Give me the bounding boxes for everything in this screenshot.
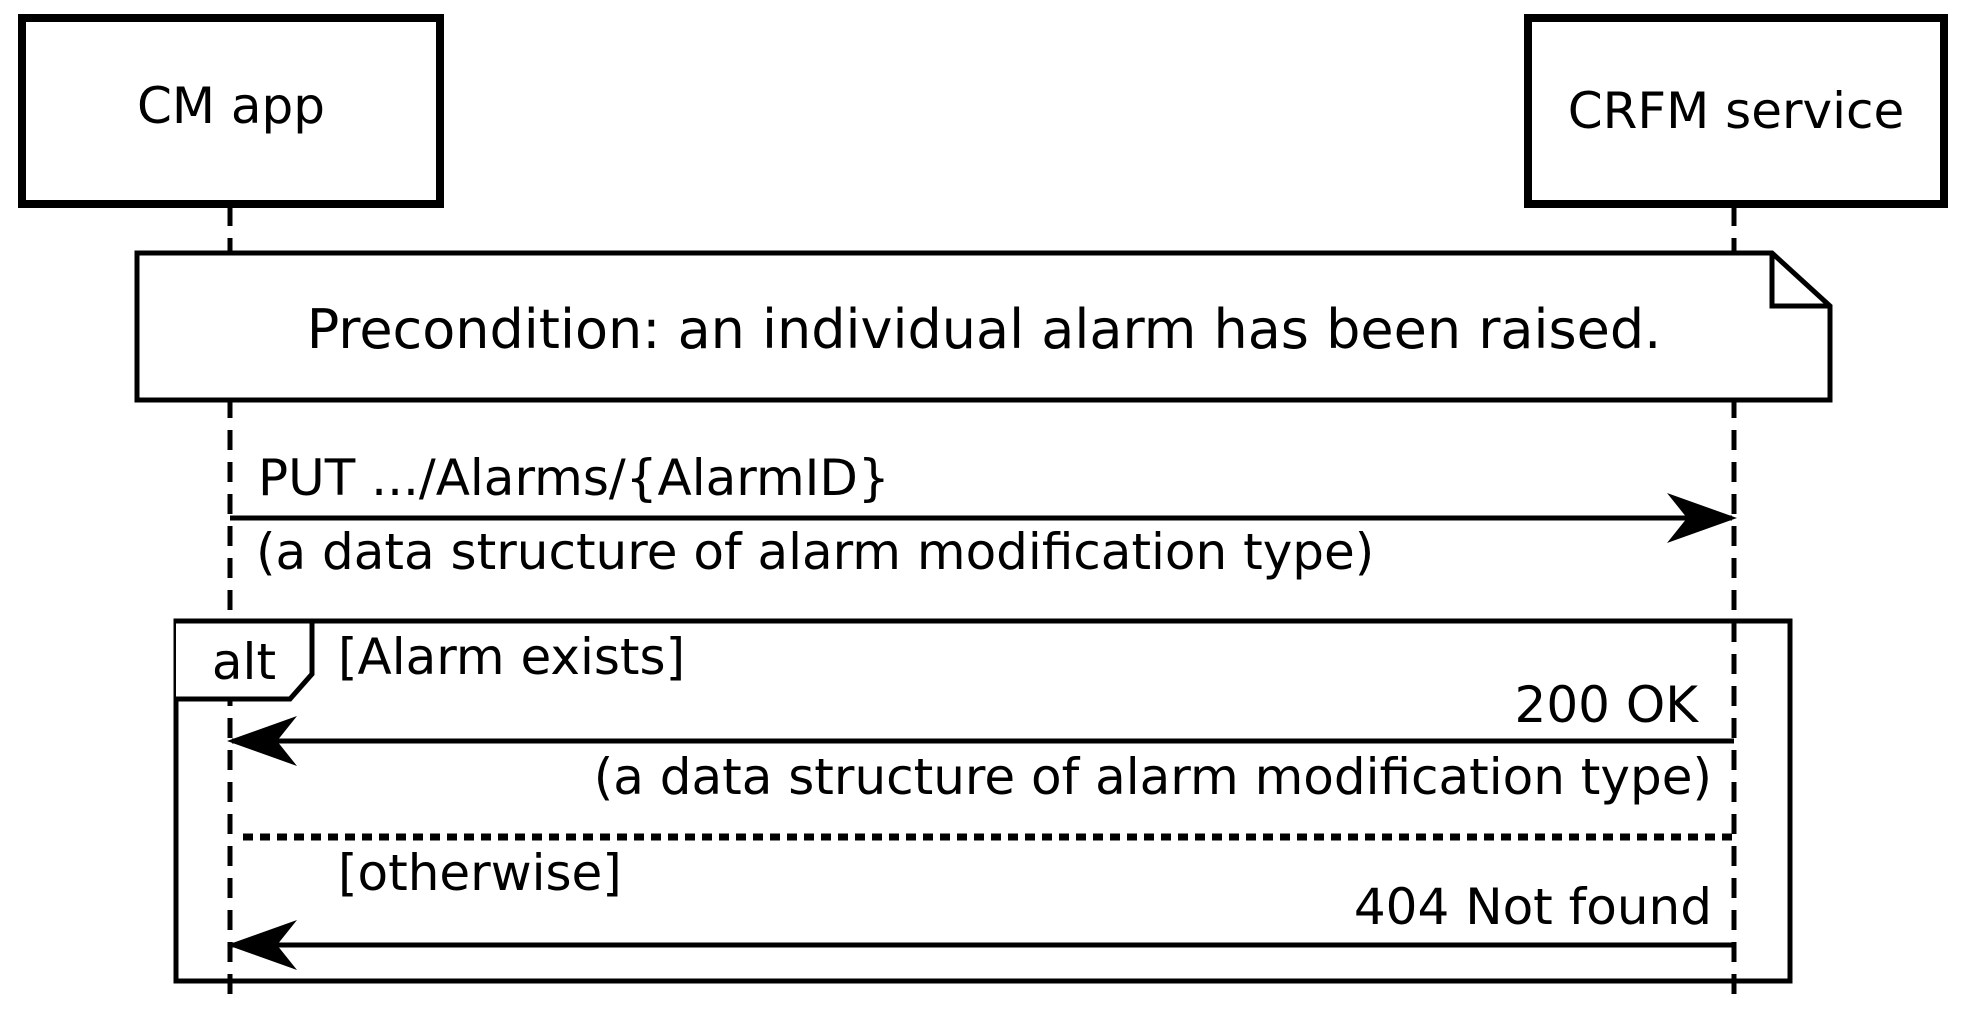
alt-fragment: alt [Alarm exists] 200 OK (a data struct… — [173, 618, 1793, 984]
request-body: (a data structure of alarm modification … — [256, 523, 1374, 581]
request-label: PUT .../Alarms/{AlarmID} — [258, 449, 890, 507]
response-200-label: 200 OK — [1515, 676, 1700, 734]
participant-crfm-service: CRFM service — [1524, 14, 1948, 208]
alt-operator-label: alt — [212, 633, 276, 691]
response-404-label: 404 Not found — [1354, 878, 1712, 936]
participant-cm-app: CM app — [18, 14, 444, 208]
precondition-note-text: Precondition: an individual alarm has be… — [307, 298, 1662, 361]
precondition-note: Precondition: an individual alarm has be… — [134, 250, 1833, 403]
participant-crfm-service-label: CRFM service — [1568, 82, 1905, 140]
participant-cm-app-label: CM app — [137, 77, 325, 135]
alt-guard-2: [otherwise] — [338, 844, 622, 902]
response-200-body: (a data structure of alarm modification … — [594, 748, 1712, 806]
alt-guard-1: [Alarm exists] — [338, 628, 685, 686]
request-message: PUT .../Alarms/{AlarmID} (a data structu… — [230, 449, 1737, 581]
